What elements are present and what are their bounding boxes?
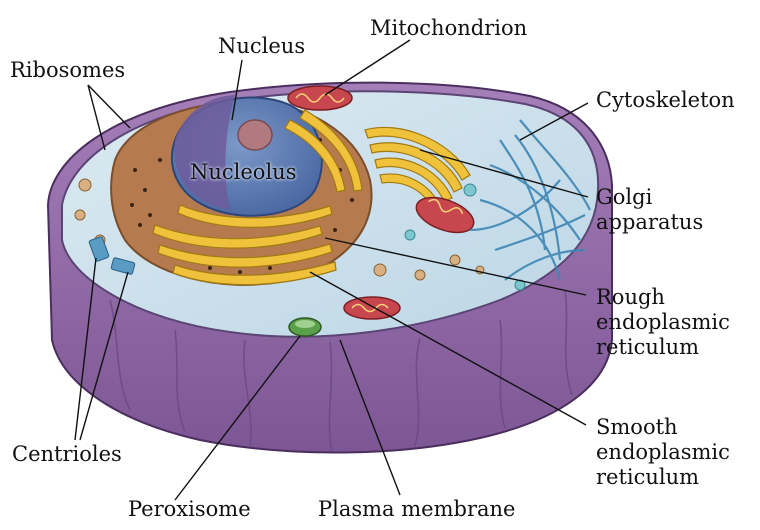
- label-mitochondrion: Mitochondrion: [370, 16, 528, 40]
- leader-centrioles-2: [79, 271, 129, 441]
- nucleolus-body: [237, 119, 273, 151]
- mitochondrion-shape: [287, 85, 353, 111]
- label-nucleus: Nucleus: [218, 34, 306, 58]
- label-nucleolus: Nucleolus: [190, 160, 297, 184]
- leader-peroxisome: [174, 335, 301, 501]
- label-smooth-er: Smooth endoplasmic reticulum: [596, 415, 730, 489]
- cytoskeleton-network: [469, 119, 591, 281]
- leader-ribosomes-2: [87, 84, 131, 129]
- leader-centrioles-1: [74, 257, 97, 441]
- label-rough-er: Rough endoplasmic reticulum: [596, 285, 730, 359]
- peroxisome-shape: [288, 317, 322, 337]
- leader-cytoskeleton: [519, 102, 589, 141]
- label-peroxisome: Peroxisome: [128, 497, 251, 521]
- label-ribosomes: Ribosomes: [10, 58, 126, 82]
- leader-golgi: [419, 149, 589, 198]
- label-cytoskeleton: Cytoskeleton: [596, 88, 735, 112]
- leader-plasma-membrane: [339, 339, 401, 496]
- label-golgi-apparatus: Golgi apparatus: [596, 185, 704, 234]
- leader-nucleus: [231, 59, 243, 121]
- golgi-stack: [364, 126, 471, 209]
- leader-smooth-er: [309, 271, 587, 426]
- leader-mitochondrion: [324, 39, 411, 96]
- centrioles-shape: [88, 236, 136, 275]
- leader-rough-er: [324, 237, 587, 296]
- label-plasma-membrane: Plasma membrane: [318, 497, 516, 521]
- leader-ribosomes-1: [87, 84, 106, 151]
- label-centrioles: Centrioles: [12, 442, 122, 466]
